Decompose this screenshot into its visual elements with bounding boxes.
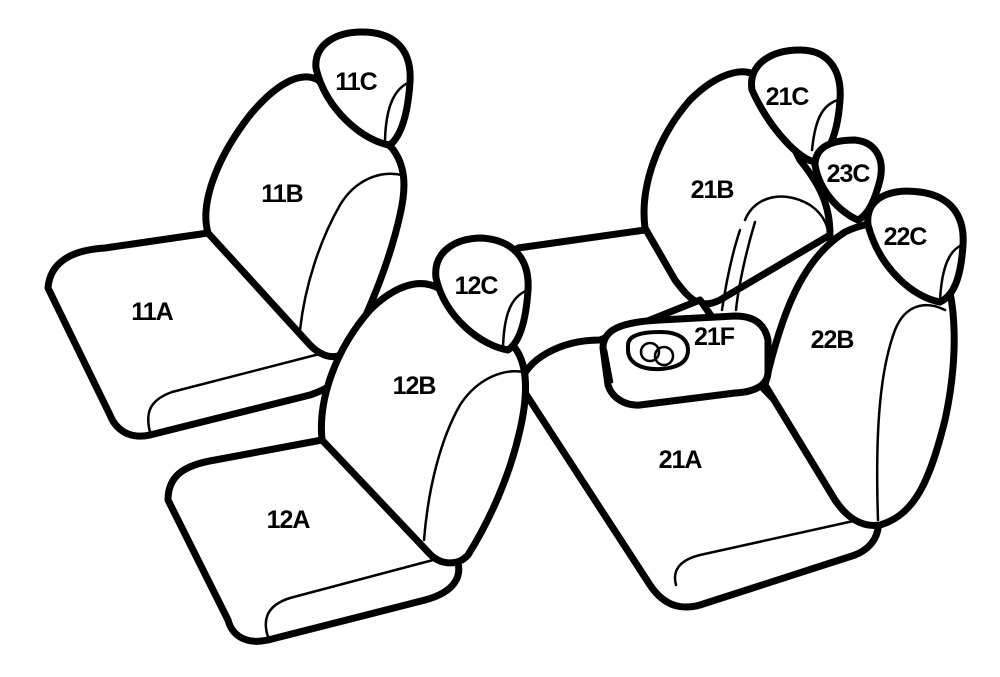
label-21f: 21F <box>694 323 735 351</box>
label-12b: 12B <box>393 372 436 400</box>
label-21b: 21B <box>691 176 734 204</box>
label-12c: 12C <box>455 272 499 300</box>
label-11c: 11C <box>335 68 377 96</box>
rear-headrest-21c[interactable]: 21C <box>748 46 844 166</box>
armrest-21f[interactable]: 21F <box>599 312 772 409</box>
label-21c: 21C <box>766 83 810 111</box>
label-11a: 11A <box>131 298 173 326</box>
label-23c: 23C <box>827 160 871 188</box>
rear-headrest-23c[interactable]: 23C <box>811 136 885 224</box>
headrest-12c[interactable]: 12C <box>432 234 532 354</box>
cupholder-ring-2 <box>653 345 675 367</box>
floor-line <box>514 226 649 252</box>
label-22b: 22B <box>811 326 854 354</box>
front-seat-11: 11A 11B <box>44 73 408 440</box>
front-seat-12: 12A 12B <box>164 280 529 645</box>
rear-headrest-22c[interactable]: 22C <box>864 187 967 306</box>
headrest-11c[interactable]: 11C <box>312 28 414 149</box>
seat-12b-backrest[interactable] <box>317 280 529 567</box>
label-22c: 22C <box>884 223 928 251</box>
seat-12a-cushion[interactable] <box>164 436 463 645</box>
cupholder-ring-1 <box>639 341 661 363</box>
label-21a: 21A <box>659 446 703 474</box>
seat-22b-backrest[interactable] <box>761 219 958 529</box>
label-12a: 12A <box>267 506 311 534</box>
label-11b: 11B <box>261 180 302 208</box>
